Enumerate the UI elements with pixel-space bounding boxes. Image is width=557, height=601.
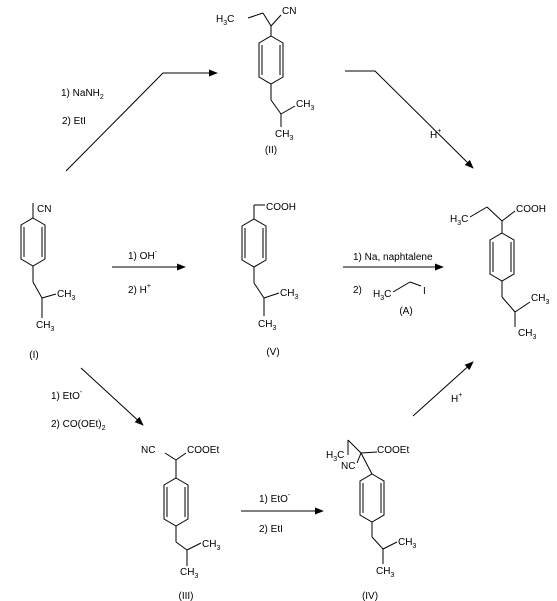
compound-product <box>469 206 531 327</box>
compound-I-label: (I) <box>29 350 38 361</box>
product-ch3-b: CH3 <box>518 328 536 341</box>
cond-III-IV-step2: 2) EtI <box>259 524 283 535</box>
reagent-A <box>392 281 422 293</box>
compound-V <box>241 204 280 316</box>
reagent-A-h3c: H3C <box>373 289 391 302</box>
cond-IV-P: H+ <box>451 392 462 405</box>
compound-II-ch3-b: CH3 <box>275 129 293 142</box>
compound-II <box>247 12 296 127</box>
compound-III <box>163 452 202 566</box>
compound-IV-ch3-a: CH3 <box>398 537 416 550</box>
reaction-arrows <box>65 69 474 515</box>
compound-I-cn: CN <box>37 204 51 215</box>
cond-V-P-step2: 2) <box>353 285 362 296</box>
compound-III-cooet: COOEt <box>187 445 219 456</box>
compound-III-nc: NC <box>141 445 155 456</box>
compound-III-ch3-a: CH3 <box>202 539 220 552</box>
cond-I-V-step2: 2) H+ <box>128 283 151 296</box>
cond-I-III-step1: 1) EtO- <box>51 389 83 402</box>
cond-I-II-step2: 2) EtI <box>62 116 86 127</box>
compound-III-label: (III) <box>179 591 194 601</box>
reagent-A-iodine: I <box>423 286 426 297</box>
compound-IV-ch3-b: CH3 <box>376 566 394 579</box>
cond-I-V-step1: 1) OH- <box>128 249 158 262</box>
compound-IV-nc: NC <box>341 461 355 472</box>
product-ch3-a: CH3 <box>531 293 549 306</box>
cond-III-IV-step1: 1) EtO- <box>259 492 291 505</box>
arrow-I-to-III <box>80 367 144 426</box>
compound-II-h3c: H3C <box>216 14 234 27</box>
arrow-II-to-product <box>345 70 474 169</box>
compound-V-cooh: COOH <box>266 202 296 213</box>
compound-V-ch3-b: CH3 <box>258 319 276 332</box>
cond-I-II-step1: 1) NaNH2 <box>61 88 104 101</box>
compound-IV-label: (IV) <box>362 591 378 601</box>
compound-II-label: (II) <box>265 145 277 156</box>
cond-II-P: H+ <box>430 128 441 141</box>
compound-IV-cooet: COOEt <box>377 445 409 456</box>
product-h3c: H3C <box>450 214 468 227</box>
reagent-A-label: (A) <box>399 306 412 317</box>
compound-I-ch3-a: CH3 <box>57 289 75 302</box>
compound-IV-h3c: H3C <box>326 450 344 463</box>
compound-I-ch3-b: CH3 <box>36 320 54 333</box>
compound-III-ch3-b: CH3 <box>180 567 198 580</box>
compound-II-ch3-a: CH3 <box>296 99 314 112</box>
compound-V-ch3-a: CH3 <box>280 288 298 301</box>
compound-II-cn: CN <box>282 6 296 17</box>
compound-V-label: (V) <box>266 347 279 358</box>
compound-I <box>20 203 57 318</box>
arrow-IV-to-product <box>412 361 474 417</box>
arrow-I-to-II <box>65 69 218 172</box>
cond-I-III-step2: 2) CO(OEt)2 <box>51 419 106 432</box>
compound-IV <box>347 439 398 564</box>
cond-V-P-step1: 1) Na, naphtalene <box>353 252 433 263</box>
product-cooh: COOH <box>516 204 546 215</box>
